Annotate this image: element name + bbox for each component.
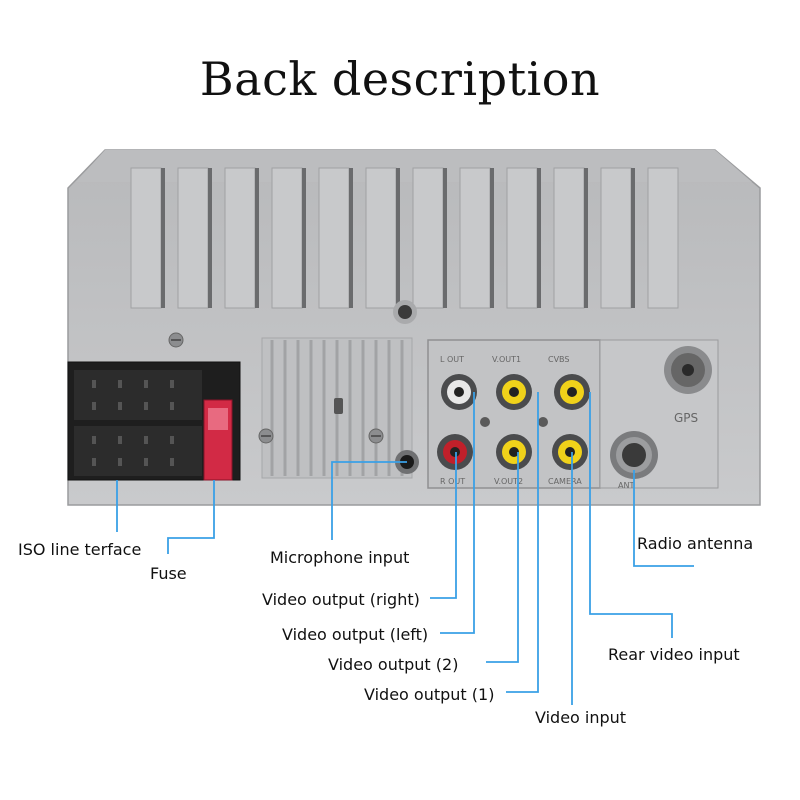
callout-fuse bbox=[167, 480, 215, 554]
marking-vout1: V.OUT1 bbox=[492, 355, 521, 364]
label-video-left: Video output (left) bbox=[282, 625, 429, 644]
rca-jack-cvbs bbox=[554, 374, 590, 410]
marking-ant: ANT bbox=[618, 481, 634, 490]
rca-jack-camera bbox=[552, 434, 588, 470]
screw-hole bbox=[393, 300, 417, 324]
marking-l-out: L OUT bbox=[440, 355, 464, 364]
vent-slots bbox=[130, 167, 679, 309]
callout-lines bbox=[116, 392, 694, 705]
callout-rear-video bbox=[589, 392, 673, 638]
callout-video-left bbox=[440, 392, 475, 634]
diagram-title: Back description bbox=[199, 52, 601, 106]
fuse bbox=[203, 399, 233, 481]
rca-jack-right-red bbox=[437, 434, 473, 470]
screw-icon bbox=[368, 428, 384, 444]
label-radio-antenna: Radio antenna bbox=[637, 534, 754, 553]
label-microphone: Microphone input bbox=[270, 548, 410, 567]
label-video-1: Video output (1) bbox=[364, 685, 495, 704]
label-video-input: Video input bbox=[535, 708, 627, 727]
marking-r-out: R OUT bbox=[440, 477, 465, 486]
rca-jack-left-white bbox=[441, 374, 477, 410]
marking-vout2: V.OUT2 bbox=[494, 477, 523, 486]
label-video-right: Video output (right) bbox=[262, 590, 420, 609]
marking-cvbs: CVBS bbox=[548, 355, 569, 364]
callout-microphone bbox=[331, 461, 407, 540]
label-rear-video: Rear video input bbox=[608, 645, 740, 664]
antenna-gps-panel: ANT GPS bbox=[599, 339, 719, 490]
screw-icon bbox=[258, 428, 274, 444]
rca-jack-vout1 bbox=[496, 374, 532, 410]
label-fuse: Fuse bbox=[150, 564, 187, 583]
rca-jack-vout2 bbox=[496, 434, 532, 470]
label-iso: ISO line terface bbox=[18, 540, 142, 559]
marking-gps: GPS bbox=[674, 411, 698, 425]
ribbed-area bbox=[261, 337, 413, 479]
screw-icon bbox=[168, 332, 184, 348]
callout-radio-antenna bbox=[633, 470, 694, 567]
callout-video-1 bbox=[506, 392, 539, 693]
label-video-2: Video output (2) bbox=[328, 655, 459, 674]
marking-camera: CAMERA bbox=[548, 477, 582, 486]
callout-video-right bbox=[430, 452, 457, 599]
rca-small-screws bbox=[480, 417, 548, 427]
callout-video-2 bbox=[486, 452, 519, 663]
